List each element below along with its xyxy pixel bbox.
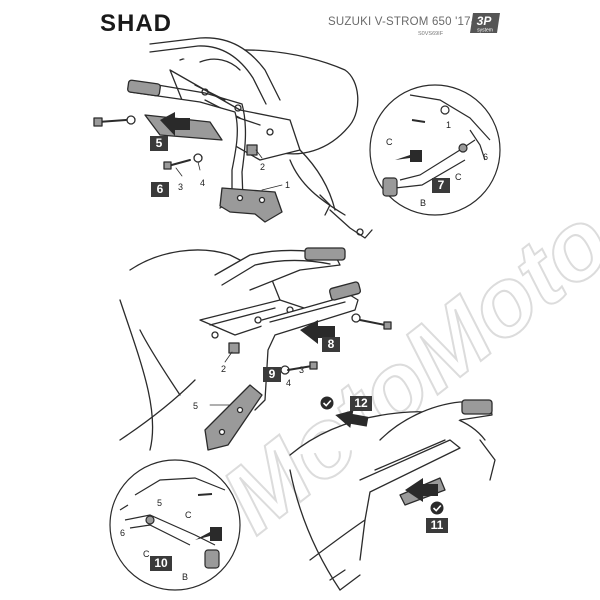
callout-part-4: 4 <box>286 378 292 388</box>
callout-part-b: B <box>182 572 189 582</box>
model-title: SUZUKI V-STROM 650 '17-'19 <box>328 16 491 28</box>
callout-part-6: 6 <box>483 152 489 162</box>
detail-circle-step-7 <box>369 84 501 216</box>
step-badge-7: 7 <box>432 178 450 193</box>
callout-part-1: 1 <box>285 180 291 190</box>
step-badge-5: 5 <box>150 136 168 151</box>
brand-logo: SHAD <box>100 10 173 37</box>
detail-circle-step-10 <box>109 459 241 591</box>
badge-sublabel: system <box>477 28 493 34</box>
callout-part-1: 1 <box>446 120 452 130</box>
step-badge-9: 9 <box>263 367 281 382</box>
callout-part-b: B <box>420 198 427 208</box>
callout-part-2: 2 <box>221 364 227 374</box>
callout-part-5: 5 <box>193 401 199 411</box>
callout-part-2: 2 <box>260 162 266 172</box>
callout-part-3: 3 <box>299 365 305 375</box>
step-badge-10: 10 <box>150 556 172 571</box>
bottom-right-view-assembly <box>289 399 496 591</box>
product-code: S0VS69IF <box>418 31 444 37</box>
3p-system-badge-icon: 3P system <box>470 13 500 34</box>
step-badge-12: 12 <box>350 396 372 411</box>
callout-part-c: C <box>185 510 192 520</box>
callout-part-6: 6 <box>120 528 126 538</box>
check-icon <box>320 396 334 410</box>
check-icon <box>430 501 444 515</box>
callout-part-c: C <box>143 549 150 559</box>
step-badge-8: 8 <box>322 337 340 352</box>
badge-label: 3P <box>477 14 493 28</box>
middle-view-assembly <box>119 247 392 451</box>
top-view-assembly <box>93 37 373 239</box>
callout-part-5: 5 <box>157 498 163 508</box>
step-badge-11: 11 <box>426 518 448 533</box>
step-badge-6: 6 <box>151 182 169 197</box>
callout-part-4: 4 <box>200 178 206 188</box>
callout-part-3: 3 <box>178 182 184 192</box>
callout-part-c: C <box>386 137 393 147</box>
callout-part-c: C <box>455 172 462 182</box>
